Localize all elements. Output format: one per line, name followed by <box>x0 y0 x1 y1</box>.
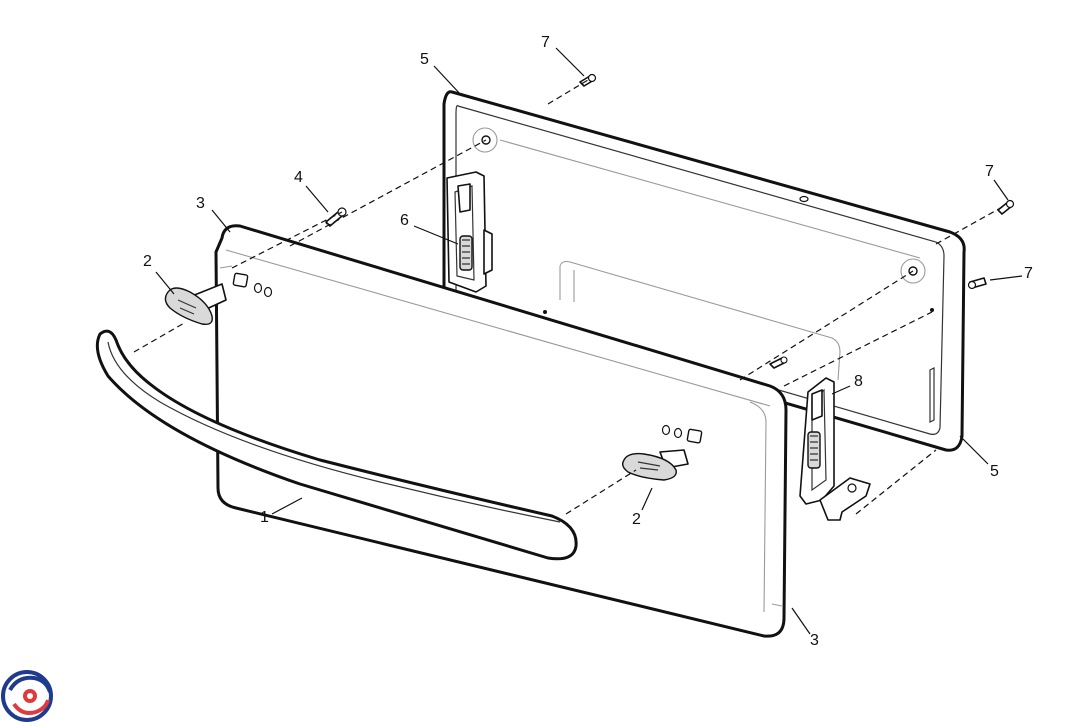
screw-door-lower <box>769 356 788 369</box>
callout-6: 6 <box>400 212 409 229</box>
screw-part-7-top <box>579 73 597 87</box>
callout-5-upper: 5 <box>420 51 429 68</box>
inner-door-panel <box>442 90 966 452</box>
hinge-right <box>799 377 871 521</box>
callout-2-right: 2 <box>632 511 641 528</box>
callout-5-lower: 5 <box>990 463 999 480</box>
screw-part-7-right-upper <box>997 199 1015 215</box>
brand-logo <box>1 670 53 722</box>
callout-7-top: 7 <box>541 34 550 51</box>
callout-8: 8 <box>854 373 863 390</box>
handle-mount-left <box>164 283 227 326</box>
hinge-left <box>446 171 493 293</box>
assembly-lines <box>133 79 1005 515</box>
door-handle <box>95 329 578 561</box>
callout-3-lower: 3 <box>810 632 819 649</box>
callout-4: 4 <box>294 169 303 186</box>
callout-7-right-lower: 7 <box>1024 265 1033 282</box>
callout-1: 1 <box>260 509 269 526</box>
screw-part-7-right-lower <box>967 277 987 290</box>
callout-2-left: 2 <box>143 253 152 270</box>
outer-door-panel <box>214 224 788 638</box>
leader-lines <box>155 47 1023 635</box>
callout-7-right-upper: 7 <box>985 163 994 180</box>
handle-mount-right <box>621 449 689 481</box>
callout-3-upper: 3 <box>196 195 205 212</box>
